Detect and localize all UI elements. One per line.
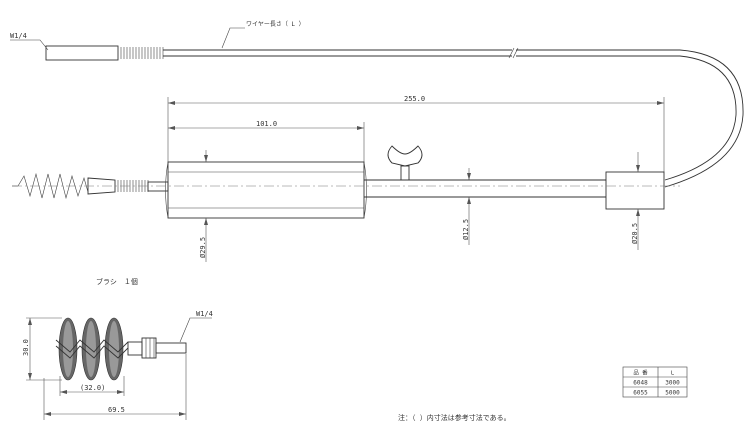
table-cell-part-2: 6055: [633, 390, 648, 397]
part-table: [622, 366, 688, 398]
wire-cable: [163, 47, 744, 188]
thread-label-bottom: W1/4: [196, 310, 213, 318]
brush-detail: [55, 317, 212, 381]
dimension-69: [43, 354, 187, 420]
table-cell-part-1: 6048: [633, 380, 648, 387]
footnote: 注：（ ）内寸法は参考寸法である。: [398, 413, 511, 422]
handle-grip: [165, 161, 367, 219]
table-cell-length-2: 5000: [665, 390, 680, 397]
wing-nut: [387, 145, 423, 181]
thread-label-top: W1/4: [10, 32, 27, 40]
dimension-30: [26, 317, 62, 381]
dia-12-label: Ø12.5: [462, 219, 470, 240]
dia-20-label: Ø20.5: [631, 223, 639, 244]
dim-30-label: 30.0: [22, 339, 30, 356]
diameter-12-marker: [467, 168, 471, 245]
wire-length-label: ワイヤー長さ（ L ）: [246, 21, 305, 28]
diameter-20-marker: [636, 152, 640, 250]
dimension-101: [168, 122, 365, 162]
table-header-length: L: [671, 371, 675, 377]
dimension-32: [59, 376, 125, 396]
rod-shaft: [364, 179, 606, 198]
dim-255-label: 255.0: [404, 95, 425, 103]
table-cell-length-1: 3000: [665, 380, 680, 387]
dimension-255: [167, 97, 665, 172]
dia-29-label: Ø29.5: [199, 237, 207, 258]
dim-69-label: 69.5: [108, 406, 125, 414]
dim-32-label: (32.0): [80, 384, 105, 392]
table-header-part: 品 番: [633, 370, 648, 377]
dim-101-label: 101.0: [256, 120, 277, 128]
end-cap: [605, 171, 665, 210]
wire-end-fitting: [10, 39, 164, 61]
diameter-29-marker: [204, 150, 208, 262]
wire-length-leader: [221, 27, 245, 49]
brush-caption: ブラシ １個: [96, 277, 138, 286]
